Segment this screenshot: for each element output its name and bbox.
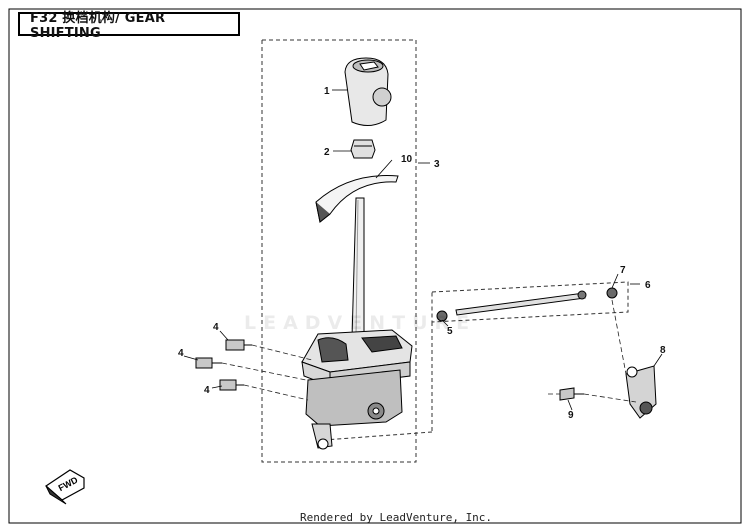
callout-leaders (183, 89, 663, 411)
shifter-housing (301, 329, 413, 450)
callout-6: 6 (645, 280, 651, 291)
callout-4-lower: 4 (204, 385, 210, 396)
callout-4-upper: 4 (213, 322, 219, 333)
shift-arm (625, 365, 657, 419)
watermark-logo: LEADVENTURE (244, 312, 477, 334)
group-3-boundary (261, 39, 417, 463)
shift-rod (455, 290, 587, 316)
render-credit: Rendered by LeadVenture, Inc. (300, 511, 493, 524)
assembly-leaders (221, 299, 637, 403)
arm-bolt (559, 387, 584, 401)
callout-1: 1 (324, 86, 330, 97)
shift-lever-shaft (351, 197, 365, 339)
housing-bolt-lower (219, 379, 244, 391)
callout-9: 9 (568, 410, 574, 421)
callout-7: 7 (620, 265, 626, 276)
housing-bolt-upper (225, 339, 252, 351)
housing-bolt-middle (195, 357, 222, 369)
callout-3: 3 (434, 159, 440, 170)
knob-nut (350, 139, 376, 159)
rod-end-nut-5 (436, 310, 448, 322)
diagram-title: F32 换档机构/ GEAR SHIFTING (18, 11, 240, 41)
rod-end-nut-7 (606, 287, 618, 299)
shift-gate-cover (315, 175, 399, 223)
callout-4-middle: 4 (178, 348, 184, 359)
callout-2: 2 (324, 147, 330, 158)
group-6-boundary (431, 281, 629, 323)
callout-5: 5 (447, 326, 453, 337)
callout-8: 8 (660, 345, 666, 356)
fwd-direction-arrow: FWD (45, 469, 85, 505)
shift-knob (344, 57, 392, 126)
callout-10: 10 (401, 154, 413, 165)
sheet-border (8, 8, 742, 524)
